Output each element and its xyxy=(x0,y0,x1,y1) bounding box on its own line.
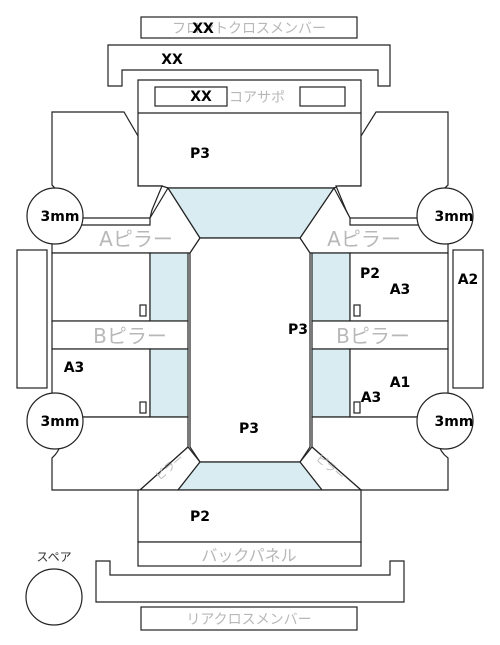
door-front-left[interactable] xyxy=(51,252,189,322)
tire-rear-left[interactable]: 3mm xyxy=(26,392,84,450)
rear-bumper[interactable] xyxy=(95,560,405,603)
door-front-right[interactable]: P2 A3 P3 xyxy=(288,252,449,338)
tire-front-left[interactable]: 3mm xyxy=(26,187,84,245)
roof-right-code: P3 xyxy=(288,322,308,338)
roof[interactable]: P3 xyxy=(189,237,311,463)
tire-front-right-depth: 3mm xyxy=(435,209,474,225)
spare-tire-label: スペア xyxy=(36,550,71,564)
tire-front-left-depth: 3mm xyxy=(41,209,80,225)
door-rear-right-a1-code: A1 xyxy=(390,375,411,391)
trunk[interactable]: P2 xyxy=(137,489,362,543)
tire-rear-left-depth: 3mm xyxy=(41,414,80,430)
rear-window[interactable] xyxy=(176,461,324,491)
front-cross-member-label: フロントクロスメンバー xyxy=(172,21,326,37)
door-rear-right-a3-code: A3 xyxy=(361,390,382,406)
b-pillar-left[interactable]: Bピラー xyxy=(51,320,189,350)
front-support-label: コアサポ xyxy=(229,90,285,106)
spare-tire[interactable]: スペア xyxy=(25,550,83,626)
a-pillar-left-label: Aピラー xyxy=(99,227,173,251)
hood-code: P3 xyxy=(190,146,210,162)
front-cross-member-code: XX xyxy=(192,21,214,37)
radiator-support[interactable]: XX xyxy=(107,44,391,87)
back-panel[interactable]: バックパネル xyxy=(137,541,362,567)
door-rear-left-code: A3 xyxy=(64,360,85,376)
rocker-right-code: A2 xyxy=(458,272,479,288)
tire-rear-right[interactable]: 3mm xyxy=(416,392,474,450)
roof-code: P3 xyxy=(239,421,259,437)
back-panel-label: バックパネル xyxy=(201,546,296,565)
b-pillar-right-label: Bピラー xyxy=(336,324,410,348)
door-front-right-p-code: P2 xyxy=(360,266,380,282)
door-front-right-a-code: A3 xyxy=(390,282,411,298)
front-support[interactable]: コアサポ XX P3 xyxy=(137,79,362,189)
a-pillar-right-label: Aピラー xyxy=(327,227,401,251)
rear-cross-member[interactable]: リアクロスメンバー xyxy=(140,606,358,631)
rear-cross-member-label: リアクロスメンバー xyxy=(186,612,311,628)
rocker-right[interactable]: A2 xyxy=(452,249,484,389)
b-pillar-left-label: Bピラー xyxy=(93,324,167,348)
b-pillar-right[interactable]: Bピラー xyxy=(311,320,449,350)
rocker-left[interactable] xyxy=(16,249,48,389)
rear-pillar-right[interactable]: ピラー xyxy=(299,446,363,491)
tire-rear-right-depth: 3mm xyxy=(435,414,474,430)
a-pillar-right[interactable]: Aピラー xyxy=(299,186,449,254)
front-support-code: XX xyxy=(190,89,212,105)
radiator-support-code: XX xyxy=(161,52,183,68)
front-cross-member[interactable]: フロントクロスメンバー XX xyxy=(140,16,358,39)
tire-front-right[interactable]: 3mm xyxy=(416,187,474,245)
trunk-code: P2 xyxy=(190,509,210,525)
